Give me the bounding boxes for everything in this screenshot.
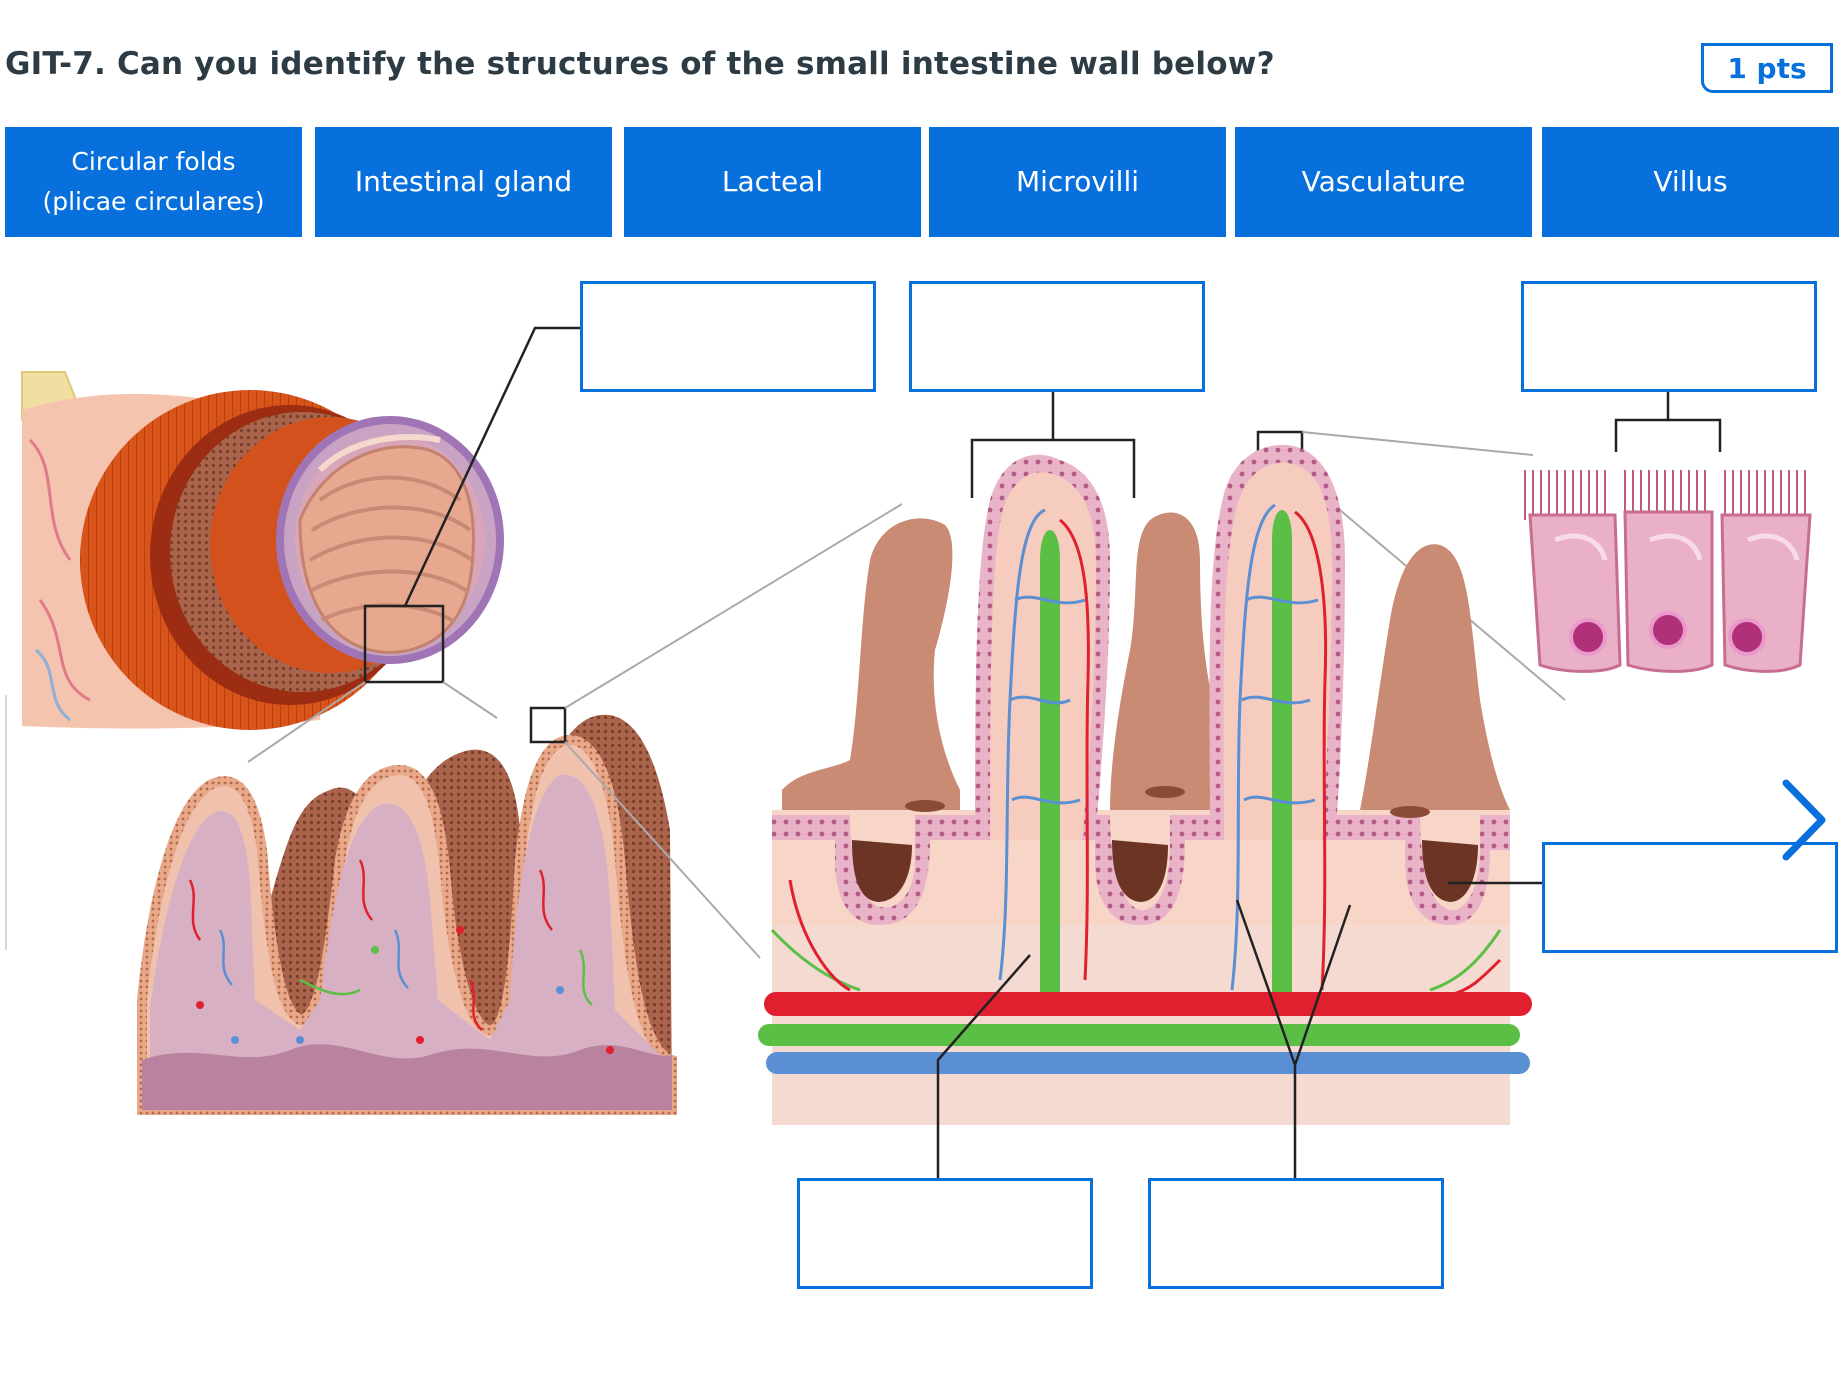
answer-chip-label: Circular folds bbox=[71, 147, 236, 176]
points-badge: 1 pts bbox=[1701, 43, 1833, 93]
leader-lines bbox=[403, 326, 1722, 1178]
chevron-right-icon bbox=[1782, 779, 1826, 861]
answer-chip-villus[interactable]: Villus bbox=[1542, 127, 1839, 237]
answer-chip-label: Vasculature bbox=[1301, 165, 1466, 198]
drop-target-circular-folds[interactable] bbox=[580, 281, 876, 392]
answer-chip-label: Villus bbox=[1653, 165, 1728, 198]
answer-chip-label: Lacteal bbox=[721, 165, 824, 198]
drop-target-intestinal-gland[interactable] bbox=[1542, 842, 1838, 953]
answer-chip-lacteal[interactable]: Lacteal bbox=[624, 127, 921, 237]
scroll-edge-divider bbox=[5, 695, 7, 950]
villi-section-illustration bbox=[758, 444, 1532, 1125]
answer-chip-microvilli[interactable]: Microvilli bbox=[929, 127, 1226, 237]
drop-target-villus[interactable] bbox=[909, 281, 1205, 392]
answer-chip-sublabel: (plicae circulares) bbox=[42, 187, 265, 216]
drop-target-vasculature[interactable] bbox=[797, 1178, 1093, 1289]
answer-chip-circular-folds[interactable]: Circular folds (plicae circulares) bbox=[5, 127, 302, 237]
question-title: GIT-7. Can you identify the structures o… bbox=[5, 46, 1275, 82]
next-chevron-button[interactable] bbox=[1778, 775, 1828, 865]
drop-target-microvilli[interactable] bbox=[1521, 281, 1817, 392]
answer-chip-intestinal-gland[interactable]: Intestinal gland bbox=[315, 127, 612, 237]
intestine-tube-illustration bbox=[21, 371, 504, 730]
answer-chip-vasculature[interactable]: Vasculature bbox=[1235, 127, 1532, 237]
epithelial-cells-illustration bbox=[1524, 470, 1812, 673]
mucosa-section-illustration bbox=[137, 714, 677, 1115]
answer-chip-label: Intestinal gland bbox=[354, 165, 573, 198]
drop-target-lacteal[interactable] bbox=[1148, 1178, 1444, 1289]
answer-chip-label: Microvilli bbox=[1015, 165, 1140, 198]
